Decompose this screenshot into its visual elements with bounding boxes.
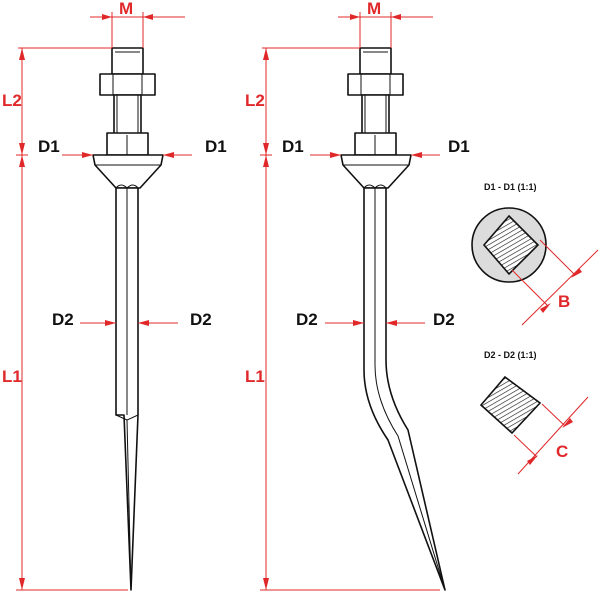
- dimension-l2-label: L2: [2, 91, 22, 110]
- dimension-l1-label: L1: [2, 367, 22, 386]
- d1-right-label-2: D1: [448, 137, 470, 156]
- section-d2: D2 - D2 (1:1) C: [479, 350, 589, 475]
- dimension-l1-label-2: L1: [245, 367, 265, 386]
- curved-tine: [340, 47, 446, 591]
- dimension-b-label: B: [558, 292, 570, 311]
- d2-left-label: D2: [52, 310, 74, 329]
- dimension-l2-label-2: L2: [245, 91, 265, 110]
- straight-tine-dimensions: M L2 L1 D1 D1 D2 D2: [2, 0, 227, 591]
- section-d1: D1 - D1 (1:1) B: [471, 182, 599, 326]
- d2-left-label-2: D2: [296, 310, 318, 329]
- d2-right-label-2: D2: [433, 310, 455, 329]
- d1-right-label: D1: [205, 137, 227, 156]
- straight-tine: [92, 47, 164, 591]
- d1-left-label-2: D1: [282, 137, 304, 156]
- dimension-c-label: C: [556, 442, 568, 461]
- d1-left-label: D1: [38, 137, 60, 156]
- curved-tine-dimensions: M L2 L1 D1 D1 D2 D2: [245, 0, 470, 591]
- section-d1-title: D1 - D1 (1:1): [484, 182, 537, 192]
- section-d2-title: D2 - D2 (1:1): [484, 350, 537, 360]
- d2-right-label: D2: [190, 310, 212, 329]
- dimension-m-label: M: [119, 0, 133, 18]
- dimension-m-label-2: M: [367, 0, 381, 18]
